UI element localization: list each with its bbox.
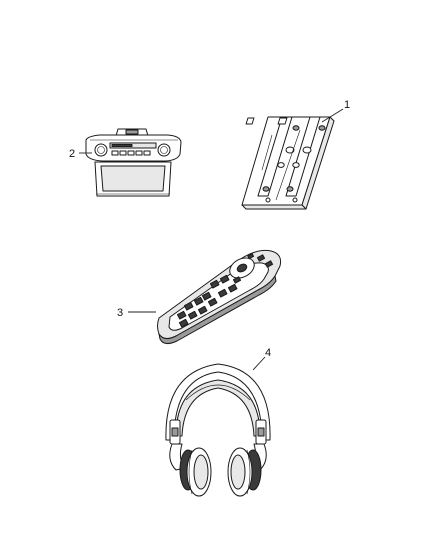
mounting-bracket-icon <box>241 116 335 210</box>
callout-label-2: 2 <box>69 148 75 160</box>
callout-4: 4 <box>252 347 271 371</box>
callout-2: 2 <box>69 148 92 160</box>
wireless-headphones-icon <box>165 363 271 497</box>
callout-1: 1 <box>321 99 350 123</box>
callout-label-1: 1 <box>344 99 350 111</box>
callout-3: 3 <box>117 307 156 319</box>
remote-control-icon <box>157 249 282 345</box>
leader-line-1 <box>321 108 344 123</box>
remote-button-grid <box>176 274 242 328</box>
callout-label-3: 3 <box>117 307 123 319</box>
callout-label-4: 4 <box>265 347 271 359</box>
overhead-dvd-player-icon <box>85 128 182 197</box>
leader-line-4 <box>252 356 266 371</box>
